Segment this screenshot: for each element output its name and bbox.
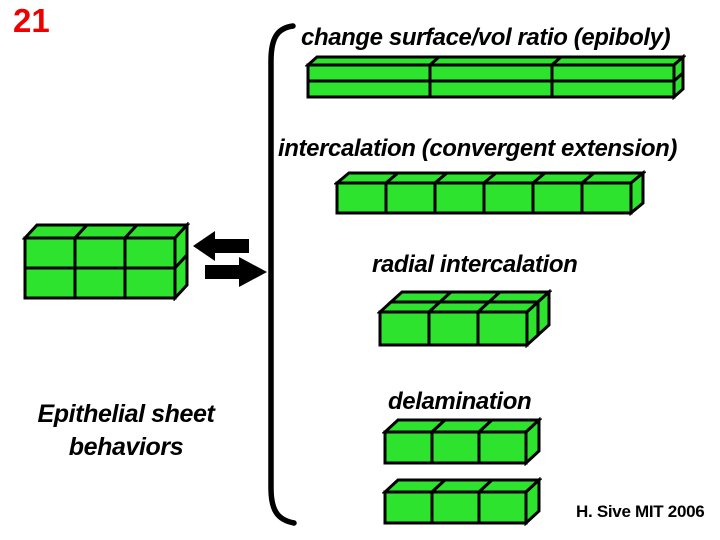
- cube-block-intercalation: [334, 170, 646, 216]
- arrow-right-icon: [205, 257, 267, 287]
- slide-caption: Epithelial sheet behaviors: [20, 398, 232, 464]
- cube-face: [550, 63, 676, 83]
- cube-face: [306, 79, 432, 99]
- cube-face: [335, 181, 388, 215]
- cube-face: [430, 430, 481, 465]
- cube-face: [430, 490, 481, 525]
- cube-face: [378, 310, 431, 347]
- cube-face: [384, 181, 437, 215]
- cube-face: [477, 430, 528, 465]
- caption-line-1: Epithelial sheet: [37, 400, 215, 428]
- cube-face: [476, 310, 529, 347]
- cube-face: [73, 236, 127, 270]
- cube-face: [482, 181, 535, 215]
- cube-face: [383, 430, 434, 465]
- cube-face: [531, 181, 584, 215]
- behavior-label-epiboly: change surface/vol ratio (epiboly): [301, 24, 671, 51]
- author-credit: H. Sive MIT 2006: [576, 502, 705, 521]
- cube-face: [306, 63, 432, 83]
- cube-block-delamination-lower: [382, 477, 542, 526]
- cube-face: [23, 266, 77, 300]
- cube-face: [427, 310, 480, 347]
- cube-face: [550, 79, 676, 99]
- cube-face: [73, 266, 127, 300]
- cube-face: [23, 236, 77, 270]
- cube-face: [536, 289, 551, 339]
- cube-face: [477, 490, 528, 525]
- cube-block-radial-intercalation: [377, 289, 552, 348]
- caption-line-2: behaviors: [68, 433, 184, 461]
- cube-face: [123, 236, 177, 270]
- grouping-bracket: [268, 23, 297, 526]
- behavior-label-delamination: delamination: [388, 388, 532, 415]
- behavior-label-radial-intercalation: radial intercalation: [372, 251, 578, 278]
- cube-face: [428, 63, 554, 83]
- cube-block-source-sheet: [22, 222, 190, 301]
- cube-face: [433, 181, 486, 215]
- slide-number: 21: [13, 2, 50, 39]
- cube-face: [123, 266, 177, 300]
- cube-block-delamination-upper: [382, 417, 542, 466]
- cube-face: [580, 181, 633, 215]
- behavior-label-intercalation: intercalation (convergent extension): [278, 135, 678, 162]
- cube-face: [428, 79, 554, 99]
- cube-face: [383, 490, 434, 525]
- arrow-left-icon: [193, 231, 249, 261]
- cube-block-epiboly: [305, 54, 686, 100]
